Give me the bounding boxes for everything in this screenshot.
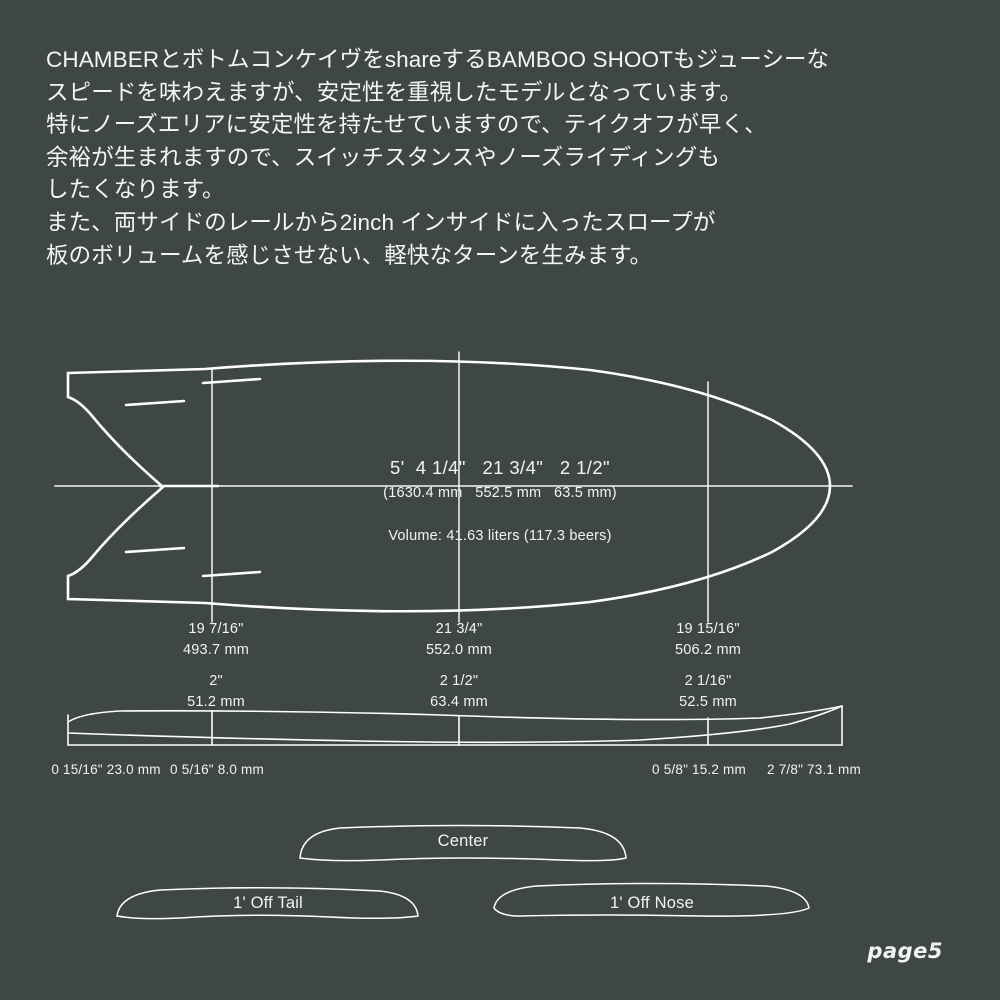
spec-metric: (1630.4 mm 552.5 mm 63.5 mm) [383,485,617,501]
cross-section-tail-shape [116,886,419,920]
fin-mark-upper-front [201,377,262,385]
rocker-bottom-line [67,705,843,744]
rocker-nose-end-mm: 73.1 mm [807,762,861,777]
rocker-measurement-nose-inner: 0 5/8" 15.2 mm [639,760,759,780]
cross-section-shapes [116,824,810,920]
width-center-inch: 21 3/4" [435,621,483,637]
rocker-view [67,705,843,746]
width-tail-mm: 493.7 mm [182,642,250,658]
cross-section-label-off-tail: 1' Off Tail [233,894,303,912]
thickness-measurement-tail: 2" 51.2 mm [146,671,286,713]
width-measurement-nose: 19 15/16" 506.2 mm [638,619,778,661]
cross-section-label-center: Center [437,832,489,850]
page-number: page5 [867,939,943,963]
rocker-nose-end-inch: 2 7/8" [767,762,804,777]
rocker-nose-inner-mm: 15.2 mm [692,762,746,777]
thickness-measurement-center: 2 1/2" 63.4 mm [389,671,529,713]
cross-section-center-shape [299,824,627,862]
fin-mark-lower-front [201,570,262,578]
rocker-tail-inner-mm: 8.0 mm [217,762,264,777]
rocker-tail-end-mm: 23.0 mm [106,762,161,777]
rocker-nose-inner-inch: 0 5/8" [652,762,689,777]
thickness-nose-inch: 2 1/16" [684,673,732,689]
fin-mark-lower-rear [124,546,186,554]
rocker-tail-end-inch: 0 15/16" [51,762,103,777]
rocker-measurement-tail-end: 0 15/16" 23.0 mm [46,760,166,780]
cross-section-label-off-nose: 1' Off Nose [610,894,694,912]
thickness-measurement-nose: 2 1/16" 52.5 mm [638,671,778,713]
width-nose-inch: 19 15/16" [676,621,740,637]
width-center-mm: 552.0 mm [425,642,493,658]
thickness-tail-inch: 2" [209,673,223,689]
width-measurement-tail: 19 7/16" 493.7 mm [146,619,286,661]
rocker-deck-line [67,705,843,723]
description-text: CHAMBERとボトムコンケイヴをshareするBAMBOO SHOOTもジュー… [46,47,830,268]
width-measurement-center: 21 3/4" 552.0 mm [389,619,529,661]
spec-volume: Volume: 41.63 liters (117.3 beers) [388,528,612,544]
rocker-measurement-tail-inner: 0 5/16" 8.0 mm [157,760,277,780]
fin-mark-upper-rear [124,399,186,407]
thickness-center-inch: 2 1/2" [439,673,479,689]
spec-imperial: 5' 4 1/4" 21 3/4" 2 1/2" [390,457,610,478]
rocker-measurement-nose-end: 2 7/8" 73.1 mm [754,760,874,780]
thickness-tail-mm: 51.2 mm [187,694,245,710]
board-outline [66,359,832,613]
thickness-center-mm: 63.4 mm [430,694,488,710]
rocker-tail-inner-inch: 0 5/16" [170,762,214,777]
plan-view [54,351,853,623]
width-nose-mm: 506.2 mm [674,642,742,658]
cross-section-nose-shape [493,882,810,917]
width-tail-inch: 19 7/16" [188,621,244,637]
thickness-nose-mm: 52.5 mm [679,694,737,710]
